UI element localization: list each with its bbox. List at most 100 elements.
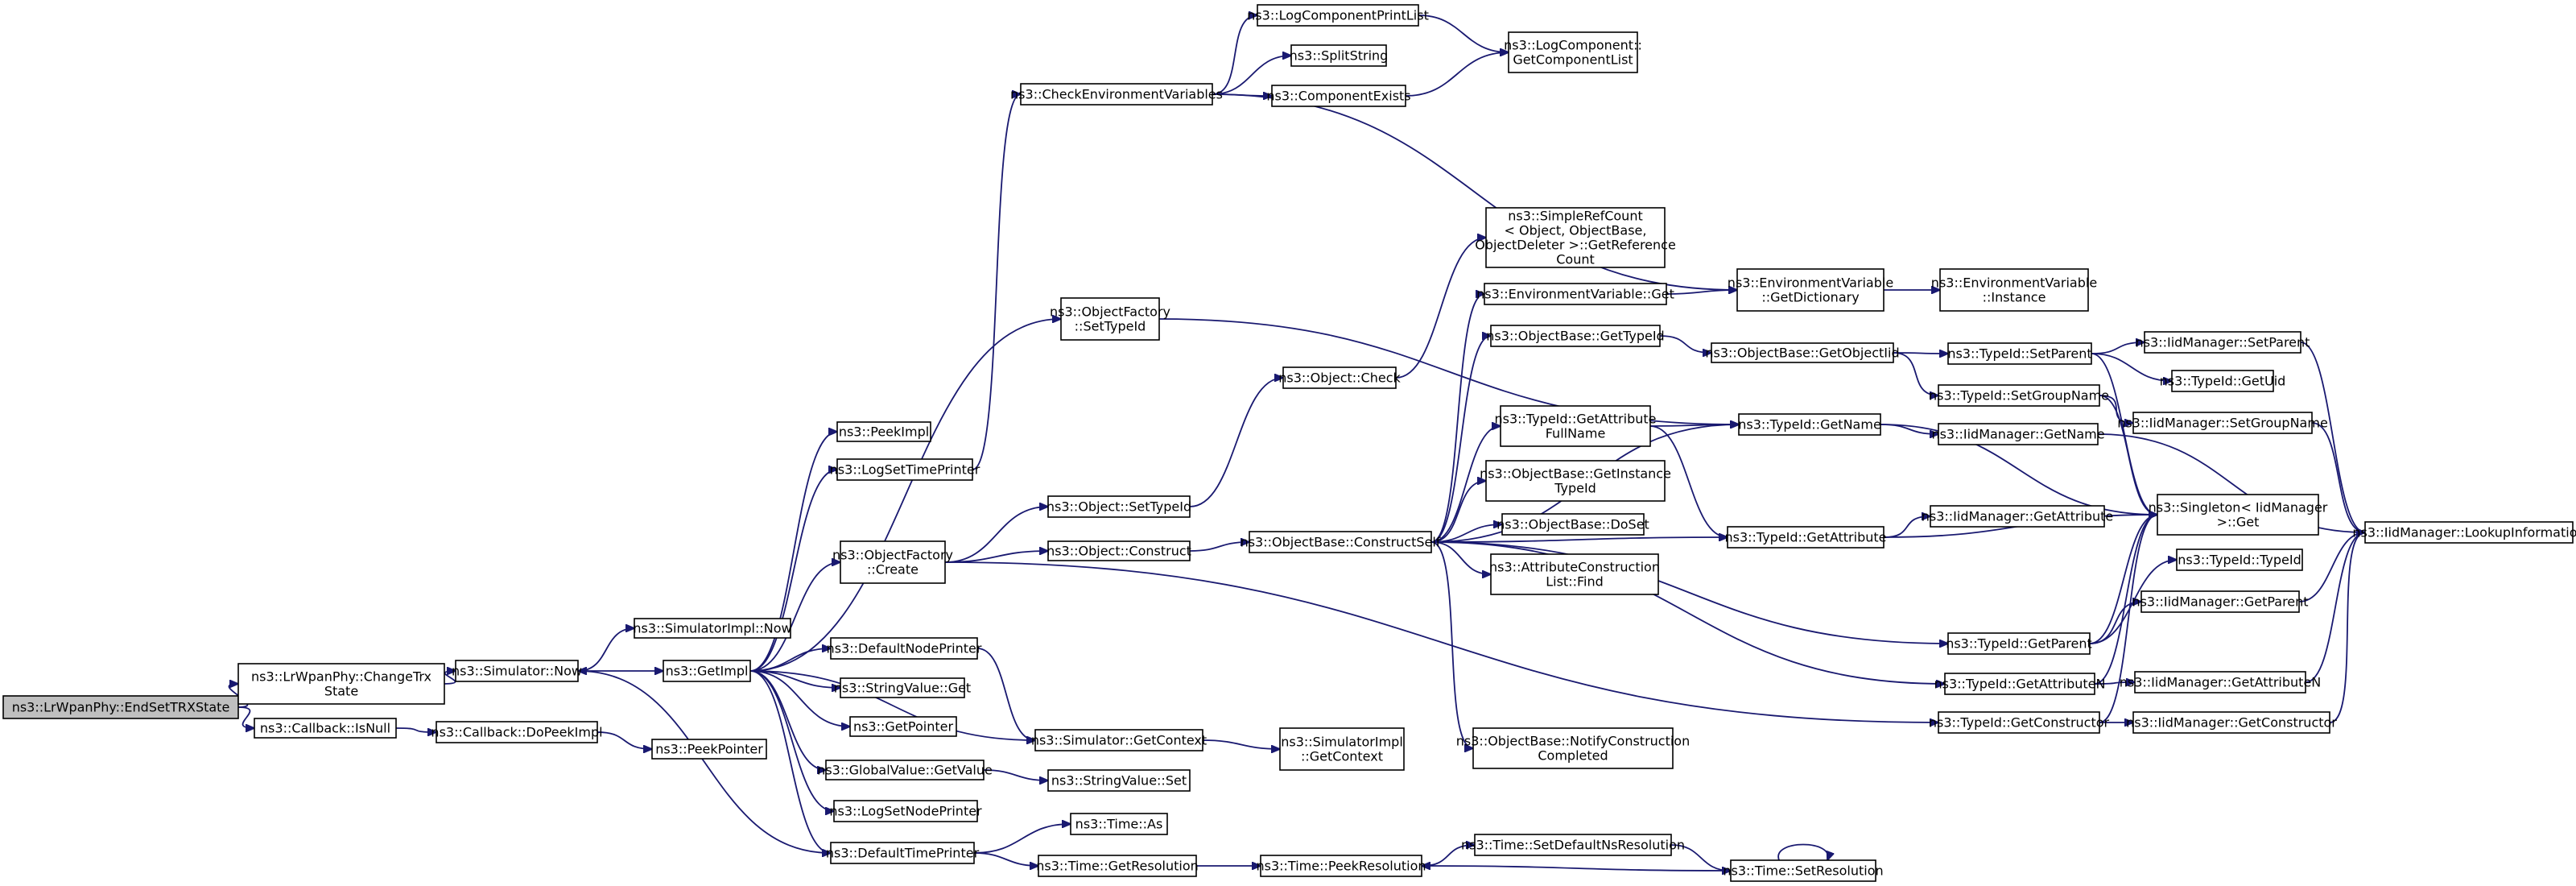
node-globalvalue-getvalue[interactable]: ns3::GlobalValue::GetValue — [817, 760, 993, 780]
node-time-peekresolution[interactable]: ns3::Time::PeekResolution — [1256, 855, 1426, 877]
node-box[interactable] — [1508, 31, 1638, 73]
node-box[interactable] — [836, 458, 973, 481]
node-typeid-setgroupname[interactable]: ns3::TypeId::SetGroupName — [1929, 384, 2109, 407]
node-componentexists[interactable]: ns3::ComponentExists — [1266, 85, 1411, 107]
node-box[interactable] — [1484, 283, 1667, 305]
node-objectbase-getobjectiid[interactable]: ns3::ObjectBase::GetObjectIid — [1705, 342, 1900, 363]
node-box[interactable] — [1938, 711, 2100, 734]
node-box[interactable] — [1500, 405, 1651, 447]
node-logcomponentprintlist[interactable]: ns3::LogComponentPrintList — [1247, 4, 1429, 27]
node-box[interactable] — [2132, 412, 2313, 434]
node-box[interactable] — [1290, 44, 1387, 67]
node-box[interactable] — [1947, 632, 2091, 655]
node-box[interactable] — [2132, 711, 2330, 734]
node-iidmanager-getattributen[interactable]: ns3::IidManager::GetAttributeN — [2120, 671, 2322, 693]
node-defaultnodeprinter[interactable]: ns3::DefaultNodePrinter — [827, 637, 982, 660]
node-iidmanager-setgroupname[interactable]: ns3::IidManager::SetGroupName — [2117, 412, 2328, 434]
node-box[interactable] — [2140, 590, 2300, 613]
node-box[interactable] — [1485, 460, 1666, 502]
node-typeid-getuid[interactable]: ns3::TypeId::GetUid — [2160, 370, 2286, 392]
node-box[interactable] — [1738, 413, 1881, 436]
node-object-check[interactable]: ns3::Object::Check — [1278, 366, 1402, 389]
node-box[interactable] — [1938, 423, 2099, 445]
node-sim-now[interactable]: ns3::Simulator::Now — [452, 660, 582, 682]
node-typeid-typeid[interactable]: ns3::TypeId::TypeId — [2176, 549, 2303, 571]
node-box[interactable] — [651, 739, 767, 760]
node-box[interactable] — [1282, 366, 1397, 389]
node-objectbase-notifyconstructioncompleted[interactable]: ns3::ObjectBase::NotifyConstructionCompl… — [1456, 727, 1690, 769]
node-peekimpl[interactable]: ns3::PeekImpl — [836, 421, 931, 442]
node-box[interactable] — [254, 718, 397, 739]
node-iidmanager-getname[interactable]: ns3::IidManager::GetName — [1931, 423, 2105, 445]
node-box[interactable] — [2171, 370, 2274, 392]
node-box[interactable] — [2, 695, 239, 719]
node-sim-getcontext[interactable]: ns3::Simulator::GetContext — [1031, 729, 1207, 751]
node-simplerefcount[interactable]: ns3::SimpleRefCount< Object, ObjectBase,… — [1475, 207, 1676, 268]
node-cb-dopeek[interactable]: ns3::Callback::DoPeekImpl — [431, 721, 603, 743]
node-iidmanager-getattribute[interactable]: ns3::IidManager::GetAttribute — [1922, 505, 2114, 528]
node-box[interactable] — [1047, 769, 1191, 792]
node-box[interactable] — [1060, 297, 1160, 341]
node-objectbase-constructself[interactable]: ns3::ObjectBase::ConstructSelf — [1241, 531, 1441, 553]
node-box[interactable] — [2134, 671, 2306, 693]
node-iidmanager-setparent[interactable]: ns3::IidManager::SetParent — [2136, 331, 2310, 354]
node-box[interactable] — [663, 660, 751, 682]
node-box[interactable] — [830, 637, 978, 660]
node-typeid-getconstructor[interactable]: ns3::TypeId::GetConstructor — [1929, 711, 2110, 734]
node-end-set-trx[interactable]: ns3::LrWpanPhy::EndSetTRXState — [2, 695, 239, 719]
node-typeid-getattribute[interactable]: ns3::TypeId::GetAttribute — [1724, 526, 1887, 549]
node-box[interactable] — [840, 540, 946, 584]
node-box[interactable] — [1472, 727, 1674, 769]
node-box[interactable] — [1501, 513, 1645, 536]
node-singleton-get[interactable]: ns3::Singleton< IidManager >::Get — [2149, 494, 2328, 536]
node-stringvalue-get[interactable]: ns3::StringValue::Get — [834, 677, 971, 698]
node-defaulttimeprinter[interactable]: ns3::DefaultTimePrinter — [826, 842, 980, 864]
node-envvar-get[interactable]: ns3::EnvironmentVariable::Get — [1476, 283, 1674, 305]
node-box[interactable] — [634, 618, 791, 639]
node-objectbase-gettypeid[interactable]: ns3::ObjectBase::GetTypeId — [1486, 325, 1665, 347]
node-logcomponent-getcomponentlist[interactable]: ns3::LogComponent::GetComponentList — [1504, 31, 1642, 73]
node-box[interactable] — [1257, 4, 1419, 27]
node-box[interactable] — [1249, 531, 1432, 553]
node-peek-pointer[interactable]: ns3::PeekPointer — [651, 739, 767, 760]
node-box[interactable] — [1727, 526, 1885, 549]
node-iidmanager-lookupinformation[interactable]: ns3::IidManager::LookupInformation — [2352, 521, 2576, 544]
node-getpointer[interactable]: ns3::GetPointer — [849, 716, 957, 737]
node-box[interactable] — [1930, 505, 2105, 528]
node-box[interactable] — [1736, 268, 1885, 312]
node-objfactory-create[interactable]: ns3::ObjectFactory::Create — [832, 540, 953, 584]
node-box[interactable] — [1038, 855, 1197, 877]
node-logsettimeprinter[interactable]: ns3::LogSetTimePrinter — [830, 458, 980, 481]
node-time-setresolution[interactable]: ns3::Time::SetResolution — [1723, 859, 1884, 882]
node-box[interactable] — [2364, 521, 2574, 544]
node-box[interactable] — [830, 842, 975, 864]
node-box[interactable] — [2144, 331, 2301, 354]
node-box[interactable] — [840, 677, 965, 698]
node-box[interactable] — [1490, 553, 1659, 595]
node-box[interactable] — [1474, 834, 1672, 856]
node-typeid-setparent[interactable]: ns3::TypeId::SetParent — [1947, 342, 2092, 365]
node-typeid-getparent[interactable]: ns3::TypeId::GetParent — [1946, 632, 2092, 655]
node-box[interactable] — [455, 660, 579, 682]
node-box[interactable] — [1944, 673, 2095, 695]
node-box[interactable] — [1047, 540, 1191, 561]
node-box[interactable] — [849, 716, 957, 737]
node-box[interactable] — [1020, 83, 1213, 106]
node-checkenv[interactable]: ns3::CheckEnvironmentVariables — [1010, 83, 1223, 106]
node-object-construct[interactable]: ns3::Object::Construct — [1046, 540, 1191, 561]
node-box[interactable] — [825, 760, 985, 780]
node-box[interactable] — [1279, 727, 1405, 771]
node-box[interactable] — [1711, 342, 1894, 363]
node-simimpl-getcontext[interactable]: ns3::SimulatorImpl::GetContext — [1279, 727, 1405, 771]
node-simimpl-now[interactable]: ns3::SimulatorImpl::Now — [633, 618, 792, 639]
node-box[interactable] — [237, 663, 445, 705]
node-typeid-getname[interactable]: ns3::TypeId::GetName — [1738, 413, 1881, 436]
node-box[interactable] — [1070, 813, 1168, 835]
node-box[interactable] — [1260, 855, 1422, 877]
node-typeid-getattributen[interactable]: ns3::TypeId::GetAttributeN — [1934, 673, 2106, 695]
node-box[interactable] — [1947, 342, 2092, 365]
node-time-getresolution[interactable]: ns3::Time::GetResolution — [1036, 855, 1199, 877]
